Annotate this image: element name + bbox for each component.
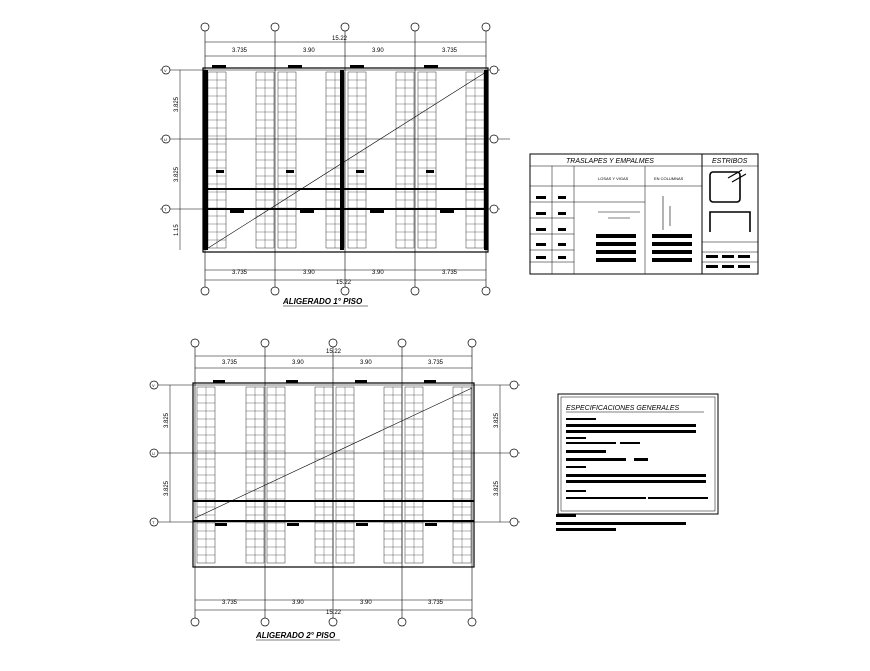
plan-2-joists (196, 386, 472, 564)
plan-1-dim-bot-2: 3.90 (303, 270, 315, 276)
plan-2-dim-bot-1: 3.735 (222, 600, 238, 606)
plan-2: 15.22 3.735 3.90 3.90 3.735 3.735 3.90 3… (149, 338, 520, 641)
splices-table: TRASLAPES Y EMPALMES LOSAS Y VIGAS EN CO… (529, 153, 759, 275)
specs-notes (556, 514, 686, 531)
plan-1-beams (203, 65, 488, 250)
plan-2-dim-left-1: 3.825 (164, 412, 170, 428)
splices-col-losas: LOSAS Y VIGAS (598, 176, 629, 181)
plan-1-dim-bot-4: 3.735 (442, 270, 458, 276)
stirrup-closed-icon (709, 171, 741, 203)
plan-2-dim-top-2: 3.90 (292, 360, 304, 366)
plan-1-dim-bot-1: 3.735 (232, 270, 248, 276)
specs-title: ESPECIFICACIONES GENERALES (566, 405, 680, 412)
specs-text-lines (566, 418, 708, 499)
plan-1-dim-top-1: 3.735 (232, 48, 248, 54)
plan-2-dim-top-3: 3.90 (360, 360, 372, 366)
stirrup-open-icon (709, 211, 751, 232)
plan-1-dim-top-3: 3.90 (372, 48, 384, 54)
plan-1-axis-bubbles (161, 22, 499, 296)
plan-1-dim-top-2: 3.90 (303, 48, 315, 54)
plan-2-axis-t: T (152, 520, 155, 525)
plan-2-dim-top-4: 3.735 (428, 360, 444, 366)
plan-1-axis-v: V (164, 68, 167, 73)
plan-2-dim-right-1: 3.825 (494, 412, 500, 428)
plan-2-dim-bot-4: 3.735 (428, 600, 444, 606)
plan-1-dim-left-2: 3.825 (174, 166, 180, 182)
plan-1-total-top: 15.22 (332, 36, 348, 42)
plan-2-beams (193, 380, 474, 526)
plan-2-total-top: 15.22 (326, 349, 342, 355)
plan-1-dim-left-3: 1.15 (174, 224, 180, 236)
plan-1-diagonal (204, 71, 487, 251)
plan-2-grid-lines (150, 340, 520, 622)
plan-2-dim-left-2: 3.825 (164, 480, 170, 496)
plan-1-dim-top-4: 3.735 (442, 48, 458, 54)
plan-1-title: ALIGERADO 1° PISO (282, 297, 363, 306)
plan-2-axis-v: V (152, 383, 155, 388)
plan-1-axis-t: T (164, 207, 167, 212)
plan-2-dim-bot-2: 3.90 (292, 600, 304, 606)
plan-2-dim-bot-3: 3.90 (360, 600, 372, 606)
plan-1-dim-lines (179, 41, 486, 281)
plan-1-total-bottom: 15.22 (336, 280, 352, 286)
plan-2-diagonal (194, 387, 473, 519)
plan-2-axis-bubbles (149, 338, 519, 627)
plan-1: 15.22 3.735 3.90 3.90 3.735 3.735 3.90 3… (160, 22, 510, 307)
splices-title: TRASLAPES Y EMPALMES (566, 158, 654, 165)
plan-2-total-bottom: 15.22 (326, 610, 342, 616)
splices-col-columnas: EN COLUMNAS (654, 176, 684, 181)
plan-1-dim-bot-3: 3.90 (372, 270, 384, 276)
plan-2-joist-hatch (197, 387, 471, 563)
specs-box: ESPECIFICACIONES GENERALES (556, 393, 719, 531)
plan-2-dim-top-1: 3.735 (222, 360, 238, 366)
plan-1-joist-hatch (208, 72, 484, 248)
plan-1-dim-left-1: 3.825 (174, 96, 180, 112)
plan-2-title: ALIGERADO 2° PISO (255, 631, 336, 640)
plan-2-slab-outline (192, 382, 475, 568)
plan-1-axis-u: U (164, 137, 167, 142)
stirrups-title: ESTRIBOS (712, 158, 748, 165)
plan-2-dim-right-2: 3.825 (494, 480, 500, 496)
plan-2-axis-u: U (152, 451, 155, 456)
splices-table-fills (536, 196, 692, 262)
